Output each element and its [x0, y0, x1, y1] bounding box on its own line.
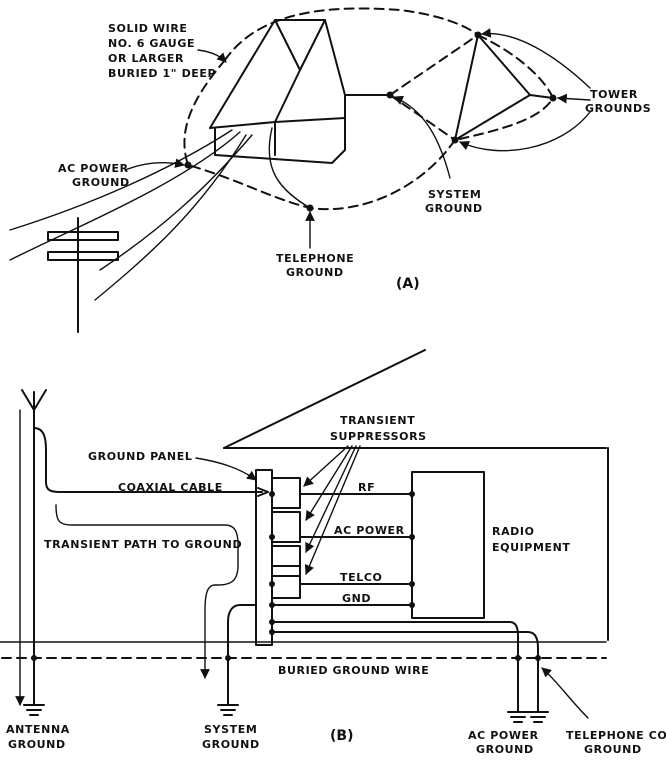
gnd-label: GND — [342, 592, 371, 605]
telephone-ground-line-1: TELEPHONE — [276, 252, 354, 265]
radio-equipment-line-1: RADIO — [492, 525, 535, 538]
rf-label: RF — [358, 481, 375, 494]
utility-lines — [9, 127, 311, 301]
system-ground-a-line-1: SYSTEM — [428, 188, 481, 201]
radio-equipment-box — [411, 471, 485, 619]
antenna-ground-line-1: ANTENNA — [6, 723, 70, 736]
telephone-co-ground-line-1: TELEPHONE CO — [566, 729, 666, 742]
ground-panel-label: GROUND PANEL — [88, 450, 192, 463]
system-ground-b-line-2: GROUND — [202, 738, 260, 751]
transient-suppressors-line-2: SUPPRESSORS — [330, 430, 427, 443]
coaxial-cable-label: COAXIAL CABLE — [118, 481, 223, 494]
ground-junction-dots — [184, 31, 557, 212]
callout-arrows-a — [124, 28, 591, 249]
solid-wire-line-1: SOLID WIRE — [108, 22, 188, 35]
ground-panel — [255, 469, 273, 646]
earth-ground-symbols — [23, 704, 549, 723]
antenna — [21, 389, 269, 706]
antenna-ground-line-2: GROUND — [8, 738, 66, 751]
signal-lines — [271, 493, 413, 606]
ac-power-ground-line-1: AC POWER — [58, 162, 129, 175]
ac-power-ground-line-2: GROUND — [72, 176, 130, 189]
telephone-co-ground-line-2: GROUND — [584, 743, 642, 756]
labels-b: TRANSIENT SUPPRESSORS GROUND PANEL COAXI… — [6, 414, 666, 756]
buried-ground-wire-label: BURIED GROUND WIRE — [278, 664, 429, 677]
suppressor-boxes — [271, 477, 301, 599]
transient-path — [15, 409, 239, 706]
radio-equipment-line-2: EQUIPMENT — [492, 541, 571, 554]
tower-triangle — [454, 34, 554, 141]
system-ground-a-line-2: GROUND — [425, 202, 483, 215]
solid-wire-line-3: OR LARGER — [108, 52, 184, 65]
shelter-building — [209, 19, 391, 164]
caption-b: (B) — [330, 728, 353, 744]
diagram-b: TRANSIENT SUPPRESSORS GROUND PANEL COAXI… — [0, 349, 666, 756]
diagram-a: SOLID WIRE NO. 6 GAUGE OR LARGER BURIED … — [9, 7, 651, 333]
transient-path-label: TRANSIENT PATH TO GROUND — [44, 538, 242, 551]
ground-conductors — [227, 604, 539, 713]
solid-wire-line-4: BURIED 1" DEEP — [108, 67, 216, 80]
solid-wire-line-2: NO. 6 GAUGE — [108, 37, 195, 50]
utility-pole — [47, 217, 119, 333]
buried-ground-ring — [183, 7, 554, 211]
ac-power-ground-b-line-2: GROUND — [476, 743, 534, 756]
telephone-ground-line-2: GROUND — [286, 266, 344, 279]
transient-suppressors-line-1: TRANSIENT — [340, 414, 415, 427]
telco-label: TELCO — [340, 571, 382, 584]
ground-junction-dots-b — [31, 491, 541, 661]
callout-arrows-b — [195, 445, 589, 719]
ac-power-ground-b-line-1: AC POWER — [468, 729, 539, 742]
labels-a: SOLID WIRE NO. 6 GAUGE OR LARGER BURIED … — [58, 22, 651, 292]
roof — [223, 349, 609, 641]
tower-grounds-line-2: GROUNDS — [585, 102, 651, 115]
tower-grounds-line-1: TOWER — [590, 88, 638, 101]
ac-power-label: AC POWER — [334, 524, 405, 537]
system-ground-b-line-1: SYSTEM — [204, 723, 257, 736]
caption-a: (A) — [396, 276, 420, 292]
